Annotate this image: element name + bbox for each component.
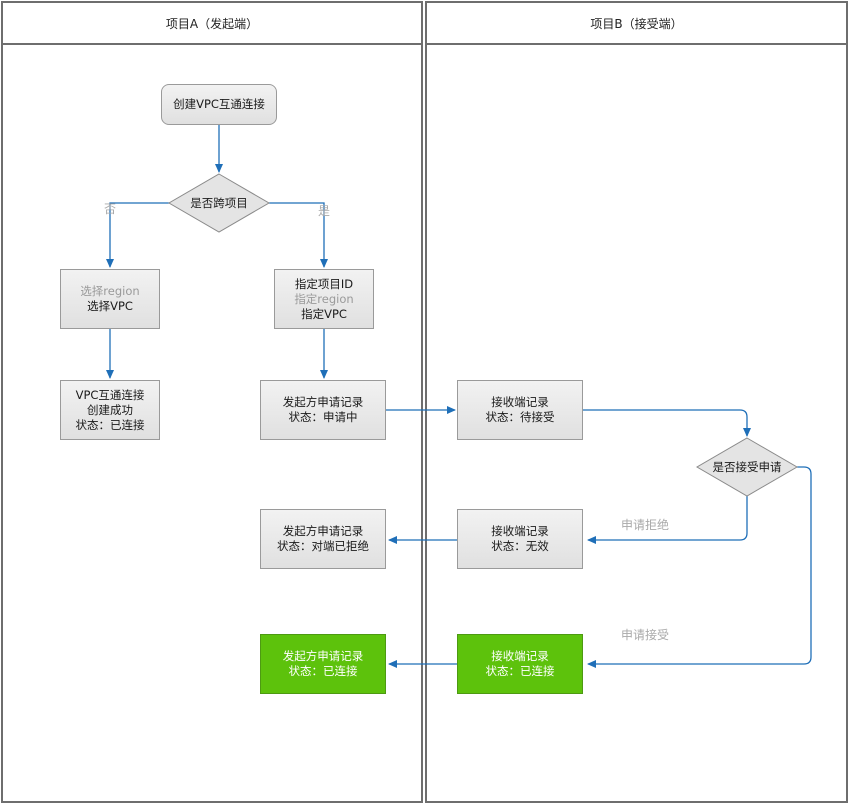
specify-region-text: 指定region — [294, 291, 354, 306]
initiator-connected-line2: 状态：已连接 — [288, 664, 358, 678]
lane-initiator-title: 项目A（发起端） — [3, 3, 421, 45]
select-region-node: 选择region 选择VPC — [60, 269, 160, 329]
decision-cross-project: 是否跨项目 — [169, 174, 269, 232]
specify-target-node: 指定项目ID 指定region 指定VPC — [274, 269, 374, 329]
success-line2: 创建成功 — [87, 402, 133, 417]
success-node: VPC互通连接 创建成功 状态：已连接 — [60, 380, 160, 440]
edge-yes-branch — [269, 202, 328, 268]
edge-reject — [587, 496, 748, 544]
specify-project-id-text: 指定项目ID — [294, 276, 354, 291]
decision-accept: 是否接受申请 — [697, 438, 797, 496]
decision-cross-project-text: 是否跨项目 — [190, 196, 248, 210]
specify-vpc-text: 指定VPC — [301, 306, 347, 321]
label-yes: 是 — [318, 204, 331, 218]
receiver-pending-line2: 状态：待接受 — [485, 410, 555, 424]
edge-no-branch — [106, 202, 170, 268]
lane-receiver-title: 项目B（接受端） — [427, 3, 846, 45]
initiator-connected-node: 发起方申请记录 状态：已连接 — [260, 634, 386, 694]
receiver-pending-node: 接收端记录 状态：待接受 — [457, 380, 583, 440]
select-region-text: 选择region — [80, 284, 140, 298]
initiator-pending-line1: 发起方申请记录 — [282, 395, 364, 409]
create-text: 创建VPC互通连接 — [173, 97, 265, 111]
label-reject: 申请拒绝 — [621, 518, 670, 532]
initiator-rejected-node: 发起方申请记录 状态：对端已拒绝 — [260, 509, 386, 569]
receiver-pending-line1: 接收端记录 — [491, 395, 549, 409]
success-line3: 状态：已连接 — [75, 417, 145, 432]
decision-accept-text: 是否接受申请 — [712, 460, 782, 474]
label-no: 否 — [104, 202, 117, 216]
lane-receiver: 项目B（接受端） — [425, 1, 848, 803]
initiator-pending-line2: 状态：申请中 — [288, 410, 358, 424]
receiver-connected-line2: 状态：已连接 — [485, 664, 555, 678]
initiator-rejected-line2: 状态：对端已拒绝 — [277, 539, 369, 553]
receiver-invalid-node: 接收端记录 状态：无效 — [457, 509, 583, 569]
success-line1: VPC互通连接 — [75, 387, 145, 402]
decision-cross-project-shape — [168, 173, 270, 233]
receiver-invalid-line2: 状态：无效 — [491, 539, 549, 553]
lane-initiator: 项目A（发起端） — [1, 1, 423, 803]
select-vpc-text: 选择VPC — [87, 299, 133, 313]
receiver-connected-node: 接收端记录 状态：已连接 — [457, 634, 583, 694]
initiator-rejected-line1: 发起方申请记录 — [282, 524, 364, 538]
edge-accept — [587, 466, 812, 668]
receiver-invalid-line1: 接收端记录 — [491, 524, 549, 538]
edge-receiver-to-decision — [583, 409, 751, 437]
initiator-pending-node: 发起方申请记录 状态：申请中 — [260, 380, 386, 440]
start-create-node: 创建VPC互通连接 — [161, 84, 277, 125]
label-accept: 申请接受 — [621, 628, 670, 642]
receiver-connected-line1: 接收端记录 — [491, 649, 549, 663]
initiator-connected-line1: 发起方申请记录 — [282, 649, 364, 663]
decision-accept-shape — [696, 437, 798, 497]
